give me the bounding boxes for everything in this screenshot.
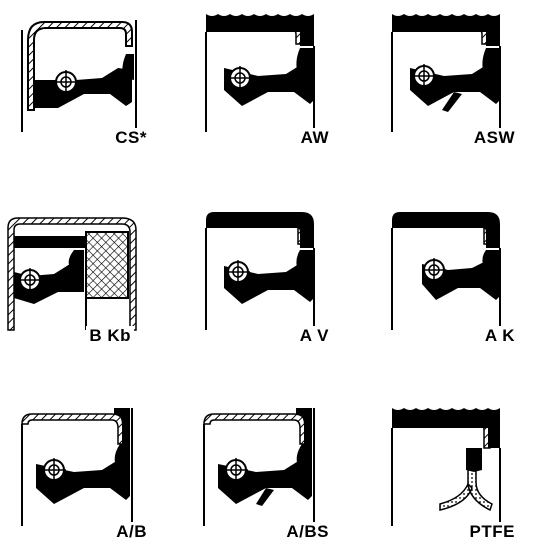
seal-label-ptfe: PTFE [466,522,518,542]
seal-profile-diagram: CS* AW [4,10,532,541]
seal-label-ak: A K [481,326,518,346]
seal-label-av: A V [296,326,332,346]
seal-cell-ak: A K [382,208,532,358]
seal-label-ab: A/B [113,522,150,542]
seal-label-aw: AW [297,128,332,148]
seal-cell-ab: A/B [14,404,164,554]
seal-profile-bkb [7,217,137,331]
seal-cell-av: A V [196,208,346,358]
seal-cell-cs: CS* [14,10,164,160]
seal-label-cs: CS* [112,128,150,148]
seal-profile-asw [391,14,501,132]
seal-profile-aw [205,14,315,132]
seal-cell-aw: AW [196,10,346,160]
seal-label-asw: ASW [470,128,518,148]
seal-cell-asw: ASW [382,10,532,160]
seal-profile-av [205,212,315,330]
seal-profile-abs [203,408,315,526]
seal-profile-cs [21,20,137,132]
seal-cell-abs: A/BS [196,404,346,554]
seal-profile-ak [391,212,501,330]
seal-cell-bkb: B Kb [4,208,154,358]
seal-label-abs: A/BS [283,522,332,542]
seal-profile-ab [21,408,133,526]
seal-profile-ptfe [391,408,501,526]
seal-label-bkb: B Kb [86,326,134,346]
seal-cell-ptfe: PTFE [382,404,532,554]
